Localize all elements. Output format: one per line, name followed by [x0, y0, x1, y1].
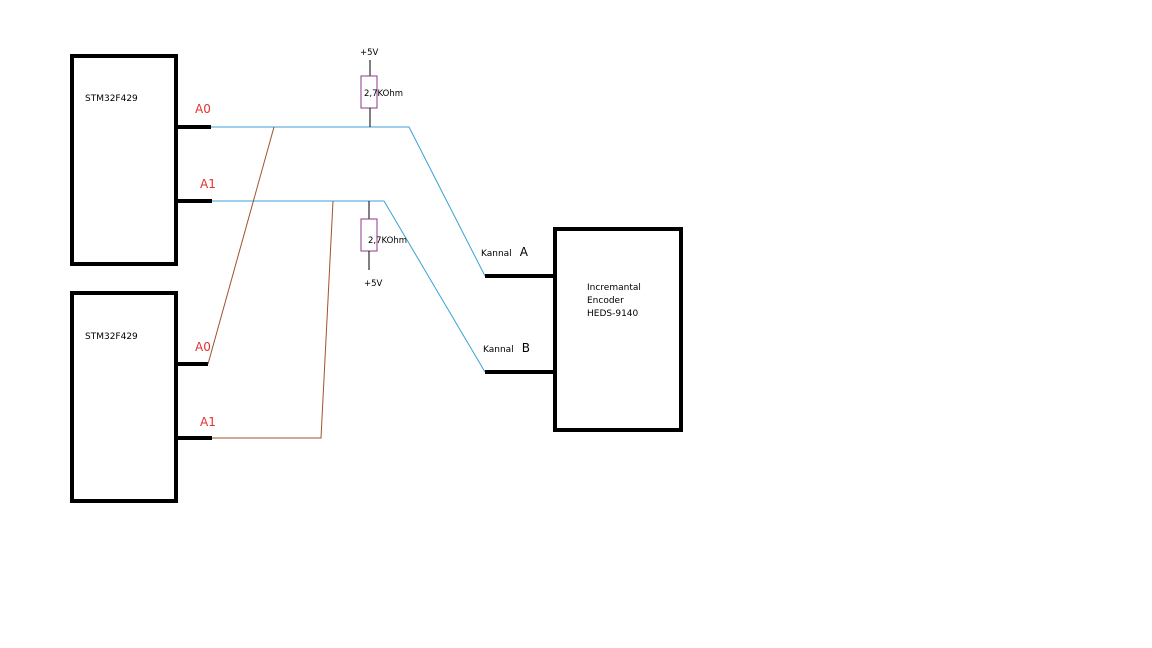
resistor-bottom-body	[360, 218, 378, 252]
mcu-bottom-label: STM32F429	[85, 332, 138, 342]
encoder-line2: Encoder	[587, 296, 624, 306]
encoder-channel-b-letter: B	[522, 341, 530, 355]
encoder-channel-a-prefix: Kannal	[481, 249, 512, 259]
mcu-top-pin-a0-label: A0	[195, 102, 211, 116]
resistor-top-supply: +5V	[360, 48, 379, 58]
encoder-line3: HEDS-9140	[587, 309, 639, 319]
wire-channel-b	[212, 200, 486, 373]
encoder-channel-a-letter: A	[520, 245, 529, 259]
encoder-line1: Incremantal	[587, 283, 641, 293]
encoder-box	[553, 227, 683, 432]
resistor-top-body	[360, 75, 378, 109]
resistor-bottom-supply: +5V	[364, 279, 383, 289]
mcu-top-box	[70, 54, 178, 266]
encoder-channel-b-prefix: Kannal	[483, 345, 514, 355]
mcu-top-pin-a1-label: A1	[200, 177, 216, 191]
wire-channel-a	[211, 126, 486, 277]
wire-bottom-a1-to-a1	[212, 200, 334, 439]
wire-bottom-a0-to-a0	[207, 126, 275, 365]
encoder-channel-a-label: Kannal A	[481, 243, 529, 260]
mcu-bottom-box	[70, 291, 178, 503]
mcu-top-label: STM32F429	[85, 94, 138, 104]
resistor-top-value: 2,7KOhm	[364, 89, 403, 99]
resistor-bottom-value: 2,7KOhm	[368, 236, 407, 246]
mcu-bottom-pin-a1-label: A1	[200, 415, 216, 429]
encoder-channel-b-label: Kannal B	[483, 339, 530, 356]
mcu-bottom-pin-a0-label: A0	[195, 340, 211, 354]
